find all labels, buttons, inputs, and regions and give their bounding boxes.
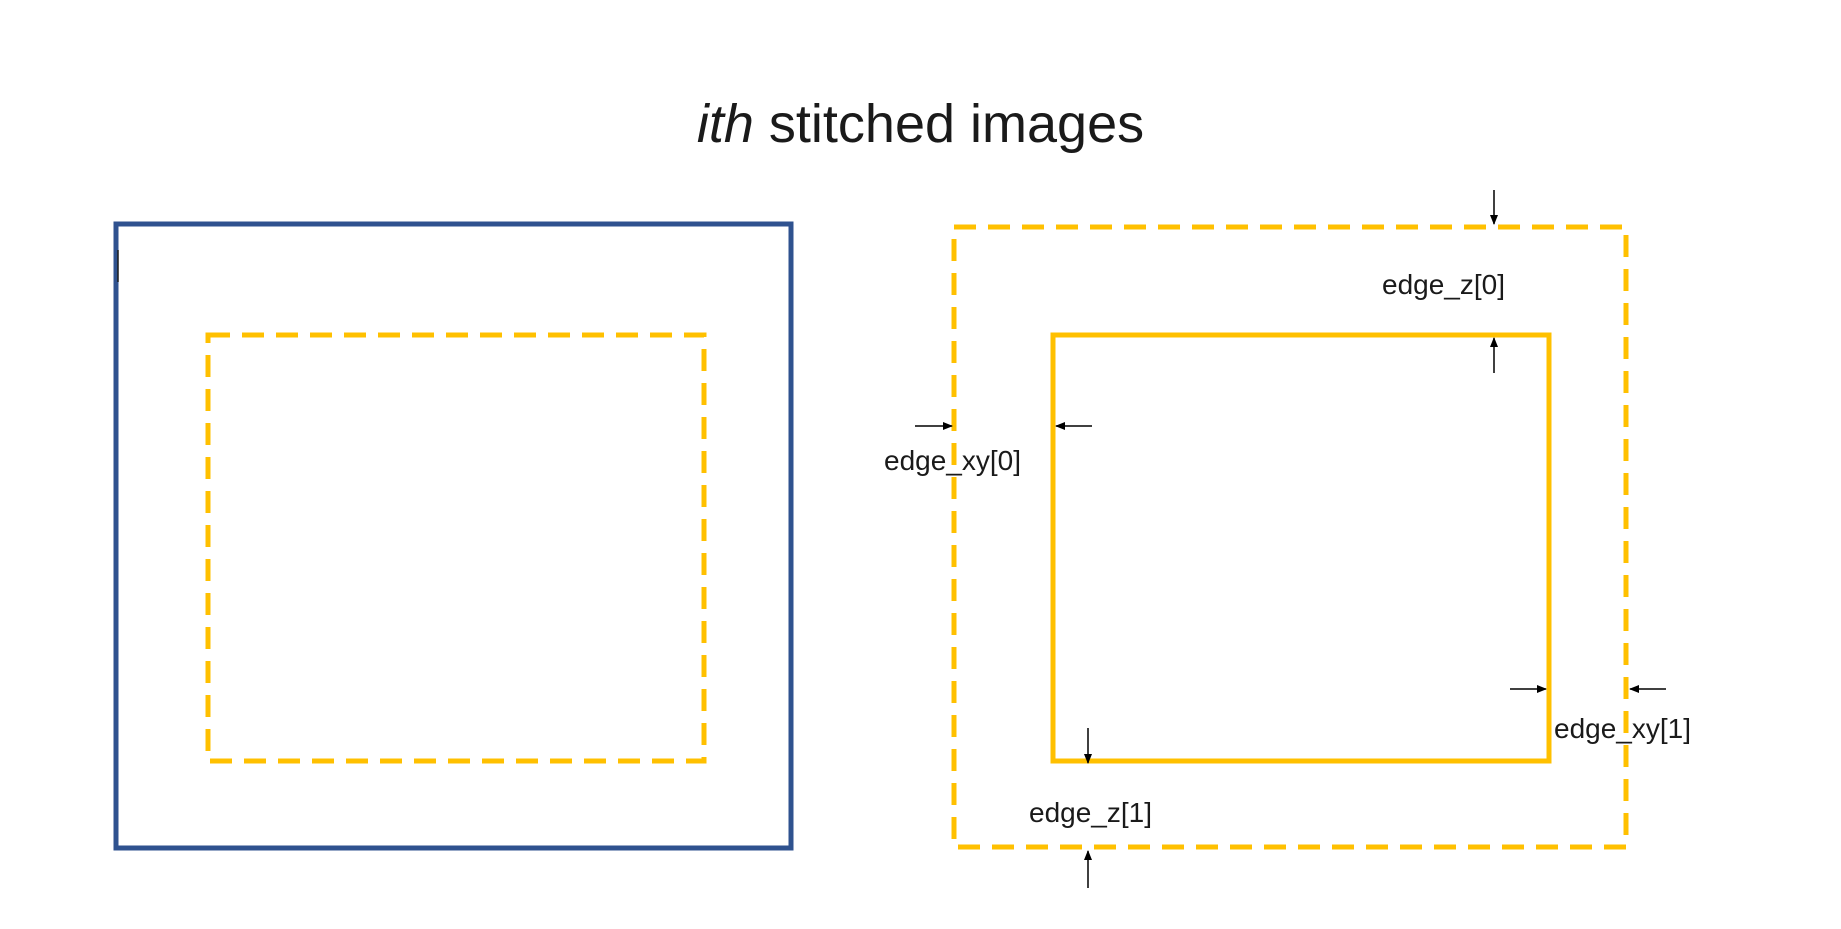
edge-z0-label: edge_z[0] [1382, 269, 1505, 300]
edge-xy0-label: edge_xy[0] [884, 445, 1021, 476]
title-rest: stitched images [753, 94, 1145, 154]
left-inner-dashed-box [205, 332, 707, 764]
edge-z1-label: edge_z[1] [1029, 797, 1152, 828]
edge-xy1-label: edge_xy[1] [1554, 713, 1691, 744]
slide-title: ith stitched images [0, 88, 1841, 160]
left-outer-box [113, 221, 794, 851]
title-italic-part: ith [696, 94, 754, 154]
right-inner-solid-box [1050, 332, 1552, 764]
